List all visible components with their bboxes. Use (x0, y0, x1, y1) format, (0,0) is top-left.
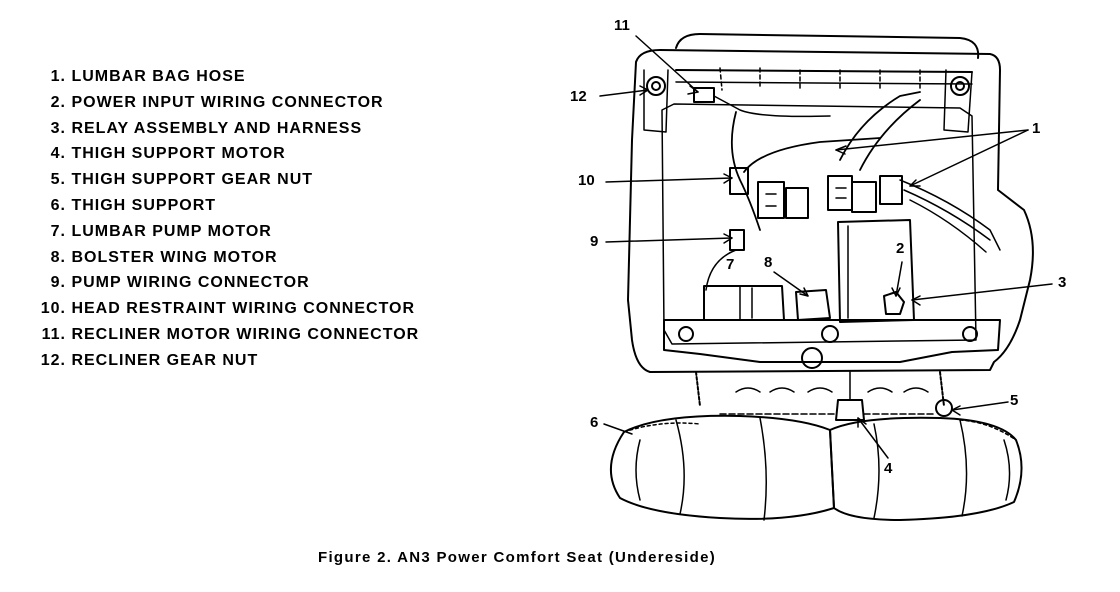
legend-item-3: 3. RELAY ASSEMBLY AND HARNESS (50, 119, 363, 137)
wiring-harness (730, 91, 921, 231)
power-input-connector (883, 291, 905, 315)
callout-5: 5 (1010, 392, 1019, 409)
thigh-support-motor (835, 399, 865, 421)
thigh-support-left (609, 414, 835, 520)
thigh-support-right (829, 416, 1023, 521)
legend-item-2: 2. POWER INPUT WIRING CONNECTOR (50, 93, 384, 111)
callout-10: 10 (578, 172, 595, 189)
leader-11 (635, 35, 699, 93)
seat-outer-frame (627, 49, 1034, 373)
figure-caption: Figure 2. AN3 Power Comfort Seat (Undere… (318, 549, 717, 566)
leader-10 (605, 177, 733, 183)
callout-2: 2 (896, 240, 905, 257)
parts-legend: 1. LUMBAR BAG HOSE 2. POWER INPUT WIRING… (30, 64, 419, 374)
leader-1a (835, 129, 1029, 151)
callout-8: 8 (764, 254, 773, 271)
recliner-motor-wiring-connector (693, 87, 715, 103)
leader-1b (909, 129, 1029, 187)
callout-1: 1 (1032, 120, 1041, 137)
head-restraint-wiring-connector (729, 167, 749, 195)
legend-item-12: 12. RECLINER GEAR NUT (40, 351, 259, 369)
legend-item-11: 11. RECLINER MOTOR WIRING CONNECTOR (41, 325, 420, 343)
thigh-support-gear-nut (935, 399, 953, 417)
legend-item-4: 4. THIGH SUPPORT MOTOR (50, 145, 286, 163)
legend-item-10: 10. HEAD RESTRAINT WIRING CONNECTOR (40, 300, 416, 318)
bolster-wing-motor (795, 289, 831, 321)
recliner-gear-nut-right (950, 76, 970, 96)
leader-2 (895, 261, 903, 297)
legend-item-5: 5. THIGH SUPPORT GEAR NUT (50, 171, 314, 189)
callout-9: 9 (590, 233, 599, 250)
lumbar-pump-motor (703, 285, 785, 321)
lower-crossbar (663, 319, 1001, 363)
callout-4: 4 (884, 460, 893, 477)
leader-6 (603, 423, 633, 435)
legend-item-7: 7. LUMBAR PUMP MOTOR (50, 222, 272, 240)
legend-item-8: 8. BOLSTER WING MOTOR (50, 248, 278, 266)
leader-3 (911, 283, 1053, 301)
top-crossbar (675, 69, 973, 73)
seat-top-cushion (675, 33, 980, 59)
callout-7: 7 (726, 256, 735, 273)
leader-5 (951, 401, 1009, 411)
callout-12: 12 (570, 88, 587, 105)
callout-3: 3 (1058, 274, 1067, 291)
callout-11: 11 (614, 17, 630, 34)
legend-item-1: 1. LUMBAR BAG HOSE (50, 68, 246, 85)
leader-9 (605, 237, 733, 243)
callout-6: 6 (590, 414, 599, 431)
recliner-gear-nut-left (646, 76, 666, 96)
legend-item-6: 6. THIGH SUPPORT (50, 196, 217, 214)
leader-8 (773, 271, 809, 297)
leader-12 (599, 89, 649, 97)
legend-item-9: 9. PUMP WIRING CONNECTOR (50, 274, 310, 292)
leader-4 (857, 417, 889, 459)
pump-wiring-connector (729, 229, 745, 251)
